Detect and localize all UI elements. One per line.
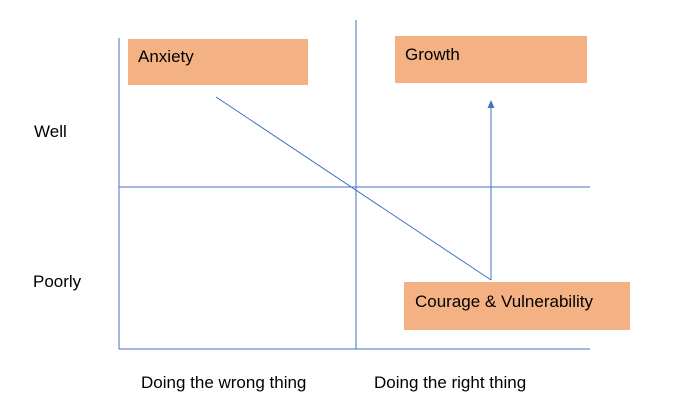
- anxiety-box: Anxiety: [128, 39, 308, 85]
- y-axis-bottom-label: Poorly: [33, 272, 82, 291]
- growth-box-label: Growth: [405, 45, 460, 64]
- x-axis-left-label: Doing the wrong thing: [141, 373, 307, 392]
- y-axis-top-label: Well: [34, 122, 67, 141]
- arrow-head-icon: [487, 100, 495, 108]
- anxiety-box-label: Anxiety: [138, 47, 194, 66]
- x-axis-right-label: Doing the right thing: [374, 373, 527, 392]
- courage-vulnerability-box: Courage & Vulnerability: [404, 282, 630, 330]
- growth-box: Growth: [395, 36, 587, 83]
- courage-vulnerability-box-label: Courage & Vulnerability: [415, 292, 593, 311]
- anxiety-to-courage-diagonal: [215, 96, 492, 281]
